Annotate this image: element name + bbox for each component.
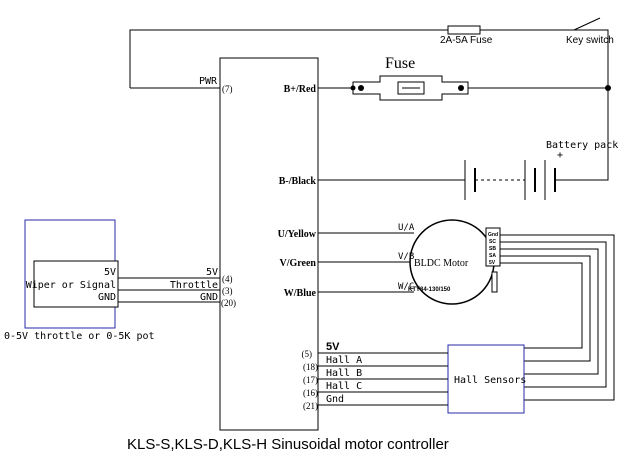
battery-pack (464, 160, 590, 200)
motor-u-label: U/A (398, 223, 415, 233)
hall-pin17: (17) (303, 375, 318, 385)
hall-wire-sb (500, 248, 599, 375)
hall-b-label: Hall B (326, 368, 362, 379)
throttle-gnd-label: GND (98, 292, 116, 303)
motor-v-label: V/B (398, 252, 414, 262)
controller-throttle-label: Throttle (170, 280, 218, 291)
hall-wire-sc (500, 241, 607, 388)
throttle-signal-label: Wiper or Signal (26, 280, 116, 291)
controller-gnd-label: GND (200, 292, 218, 303)
motor-pin-gnd: Gnd (488, 232, 498, 238)
motor-pin-5v: 5V (489, 260, 496, 266)
motor-w-label: W/C (398, 282, 414, 292)
hall-pin18: (18) (303, 362, 318, 372)
hall-wire-sa (500, 255, 591, 362)
key-switch-label: Key switch (566, 35, 614, 46)
hall-pin21: (21) (303, 401, 318, 411)
hall-pin16: (16) (303, 388, 318, 398)
battery-plus-label: + (557, 150, 563, 161)
motor-pin-sa: SA (489, 253, 496, 259)
junction-dot (350, 85, 356, 91)
hall-pin5: (5) (302, 349, 313, 359)
pin20-label: (20) (221, 298, 236, 308)
key-switch-symbol (573, 17, 601, 31)
diagram-title: KLS-S,KLS-D,KLS-H Sinusoidal motor contr… (127, 436, 449, 453)
hall-c-label: Hall C (326, 381, 362, 392)
throttle-5v-label: 5V (104, 267, 116, 278)
battery-pack-label: Battery pack (546, 140, 618, 151)
b-plus-label: B+/Red (284, 84, 317, 95)
hall-gnd-label: Gnd (326, 394, 344, 405)
throttle-inner-box (33, 260, 119, 308)
pin7-label: (7) (222, 84, 233, 94)
motor-hall-connector (485, 227, 501, 267)
hall-wire-gnd (500, 234, 615, 401)
main-fuse (352, 75, 469, 101)
controller-box (219, 57, 319, 431)
motor-pin-sc: SC (489, 239, 496, 245)
top-power-wire (129, 29, 609, 88)
hall-sensors-box (447, 344, 525, 414)
pin3-label: (3) (222, 286, 233, 296)
hall-a-label: Hall A (326, 355, 362, 366)
hall-sensors-label: Hall Sensors (454, 375, 526, 386)
battery-bus (590, 88, 609, 181)
throttle-caption: 0-5V throttle or 0-5K pot (4, 331, 155, 342)
junction-dot (605, 85, 611, 91)
u-phase-label: U/Yellow (278, 229, 317, 240)
pwr-label: PWR (199, 76, 218, 87)
w-phase-label: W/Blue (284, 288, 317, 299)
top-fuse (447, 25, 481, 35)
controller-5v-label: 5V (206, 267, 218, 278)
motor-pin-sb: SB (489, 246, 496, 252)
v-phase-label: V/Green (280, 258, 317, 269)
b-minus-label: B-/Black (279, 176, 317, 187)
motor-model-label: KTY84-130/150 (408, 287, 451, 293)
pin4-label: (4) (222, 274, 233, 284)
top-fuse-label: 2A-5A Fuse (440, 35, 493, 46)
hall-wire-5v (500, 262, 583, 349)
hall-5v-label: 5V (326, 341, 340, 353)
temp-sensor (491, 271, 498, 293)
main-fuse-label: Fuse (385, 55, 415, 72)
motor-label: BLDC Motor (414, 258, 469, 269)
